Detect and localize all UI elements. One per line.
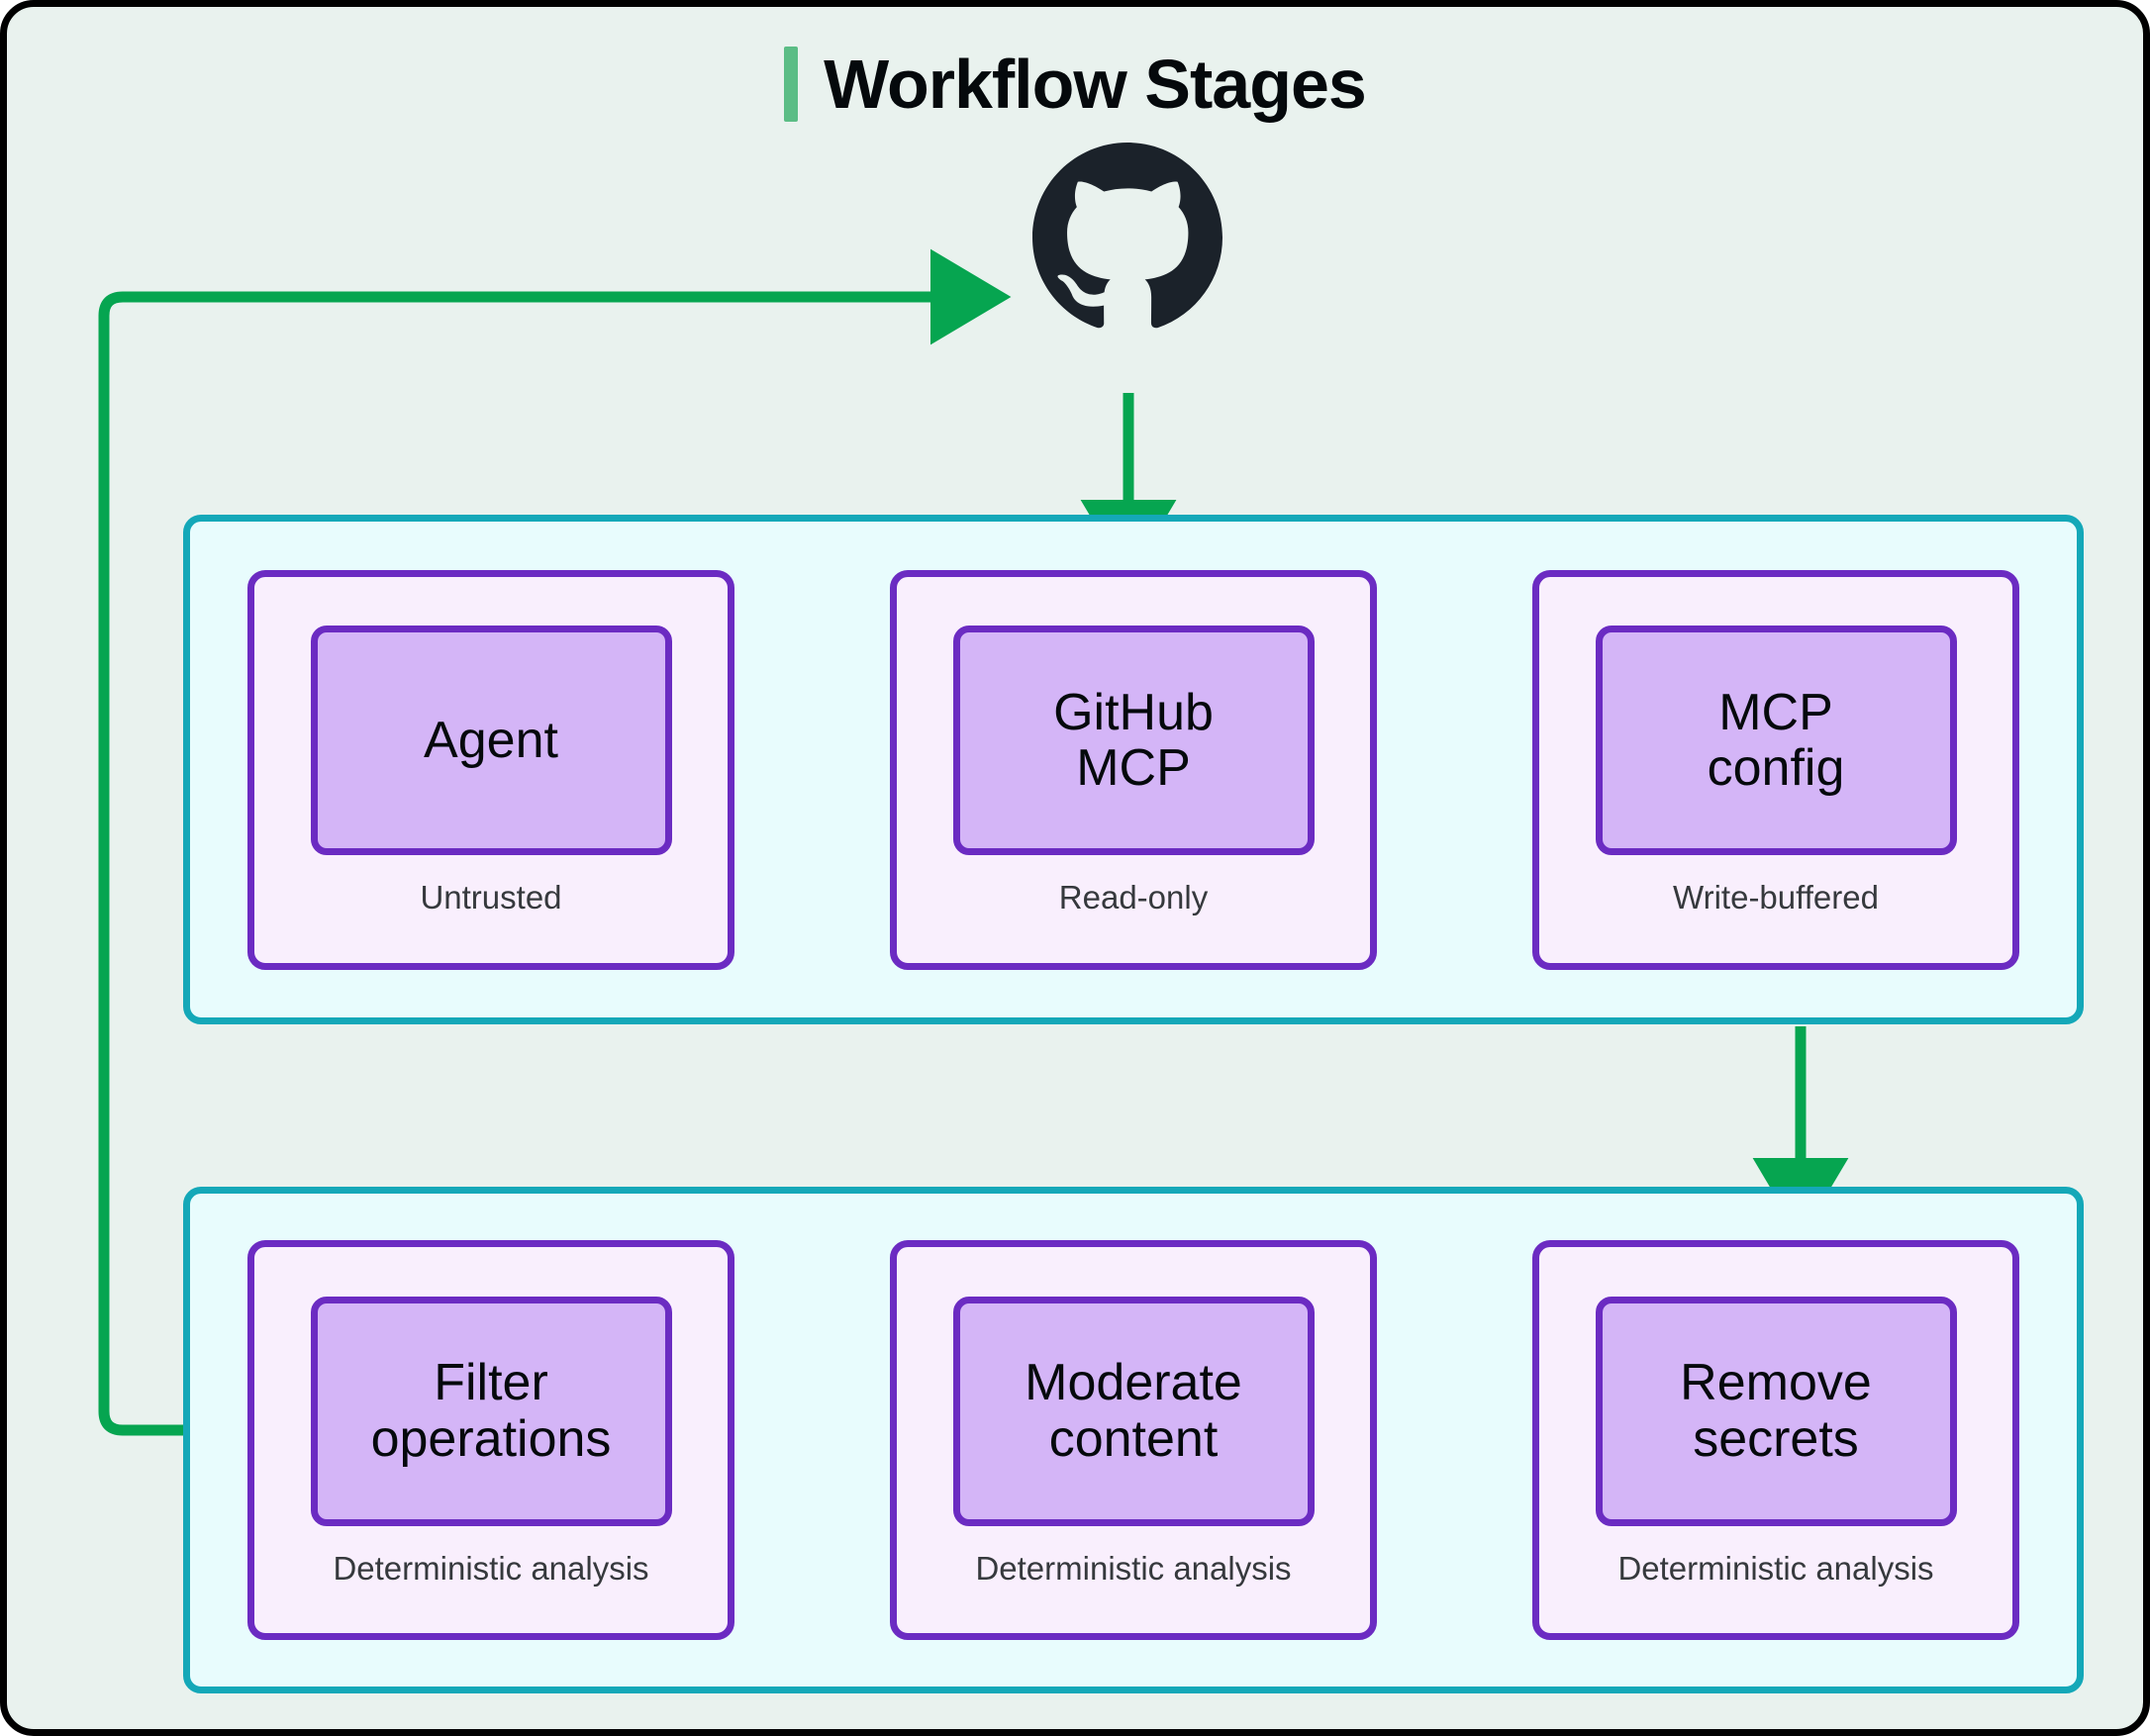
stage-card-remove-secrets[interactable]: Remove secrets Deterministic analysis: [1532, 1240, 2019, 1640]
stage-group-sanitization-layer: Filter operations Deterministic analysis…: [183, 1187, 2084, 1693]
stage-label-agent: Agent: [424, 711, 558, 769]
github-octocat-logo: [1032, 143, 1222, 333]
stage-box-agent: Agent: [310, 626, 672, 855]
stage-card-moderate-content[interactable]: Moderate content Deterministic analysis: [890, 1240, 1377, 1640]
stage-card-github-mcp[interactable]: GitHub MCP Read-only: [890, 569, 1377, 970]
stage-label-mcp-config: MCP config: [1707, 683, 1845, 797]
stage-box-github-mcp: GitHub MCP: [952, 626, 1315, 855]
stage-box-filter-operations: Filter operations: [310, 1296, 672, 1526]
diagram-title-row: Workflow Stages: [7, 47, 2143, 122]
stage-sublabel-agent: Untrusted: [420, 879, 562, 916]
stage-group-mcp-layer: Agent Untrusted GitHub MCP Read-only MCP…: [183, 515, 2084, 1024]
stage-sublabel-remove-secrets: Deterministic analysis: [1617, 1549, 1934, 1587]
stage-box-remove-secrets: Remove secrets: [1595, 1296, 1957, 1526]
stage-label-github-mcp: GitHub MCP: [1053, 683, 1214, 797]
stage-box-moderate-content: Moderate content: [952, 1296, 1315, 1526]
stage-label-remove-secrets: Remove secrets: [1680, 1354, 1872, 1468]
stage-sublabel-github-mcp: Read-only: [1058, 879, 1209, 916]
page-title: Workflow Stages: [824, 46, 1367, 123]
title-accent-bar: [784, 47, 799, 122]
stage-sublabel-filter-operations: Deterministic analysis: [333, 1549, 649, 1587]
stage-card-filter-operations[interactable]: Filter operations Deterministic analysis: [247, 1240, 734, 1640]
stage-box-mcp-config: MCP config: [1595, 626, 1957, 855]
stage-sublabel-mcp-config: Write-buffered: [1673, 879, 1879, 916]
stage-label-filter-operations: Filter operations: [370, 1354, 612, 1468]
stage-card-mcp-config[interactable]: MCP config Write-buffered: [1532, 569, 2019, 970]
stage-sublabel-moderate-content: Deterministic analysis: [975, 1549, 1292, 1587]
stage-label-moderate-content: Moderate content: [1025, 1354, 1242, 1468]
stage-card-agent[interactable]: Agent Untrusted: [247, 569, 734, 970]
